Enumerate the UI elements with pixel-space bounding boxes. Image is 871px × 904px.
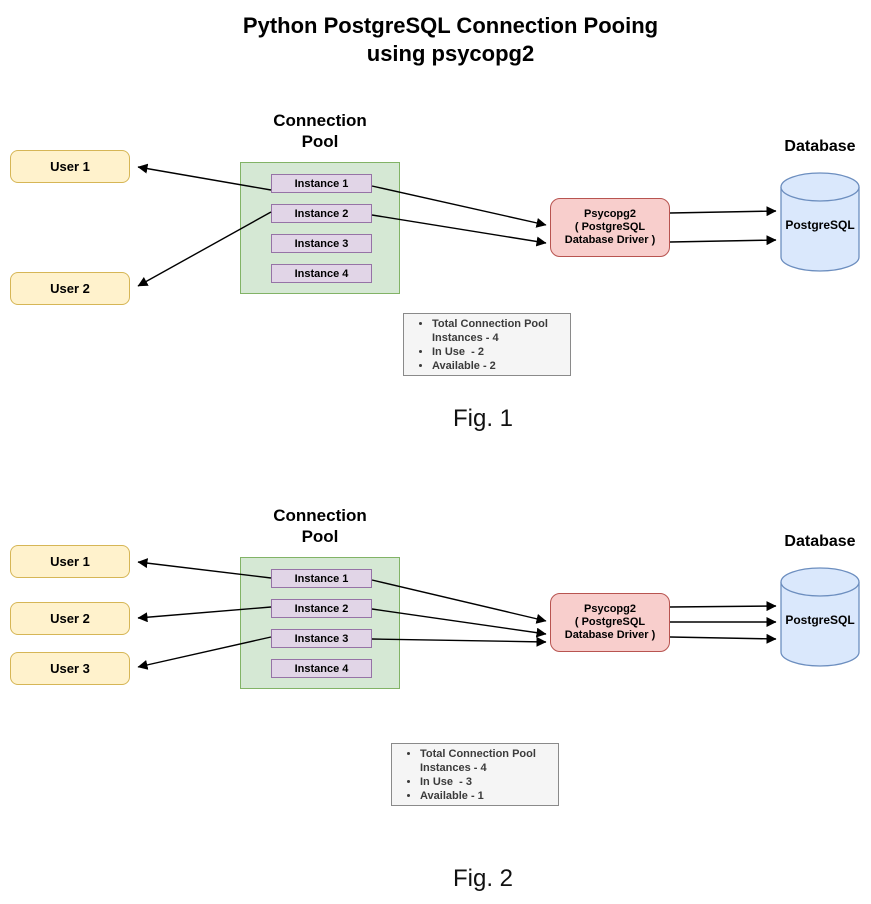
note-item-text: Total Connection Pool Instances - 4 bbox=[420, 748, 539, 774]
pool-label-line-2: Pool bbox=[301, 132, 339, 151]
fig1-database-cylinder: PostgreSQL bbox=[780, 172, 860, 272]
fig2-caption: Fig. 2 bbox=[452, 865, 514, 892]
fig2-user3-box: User 3 bbox=[10, 652, 130, 685]
fig1-instance3-box: Instance 3 bbox=[271, 234, 372, 253]
driver-line-3: Database Driver ) bbox=[564, 629, 656, 641]
instance-label: Instance 3 bbox=[294, 632, 349, 645]
driver-line-1: Psycopg2 bbox=[584, 208, 636, 220]
instance-label: Instance 2 bbox=[294, 207, 349, 220]
instance-label: Instance 4 bbox=[294, 267, 349, 280]
note-item: Available - 1 bbox=[420, 789, 556, 803]
driver-line-1: Psycopg2 bbox=[584, 603, 636, 615]
fig2-db-name: PostgreSQL bbox=[785, 613, 855, 627]
instance-label: Instance 3 bbox=[294, 237, 349, 250]
database-cylinder-icon bbox=[780, 172, 860, 272]
pool-label-line-1: Connection bbox=[273, 111, 367, 130]
note-item-text: Available - 2 bbox=[432, 360, 496, 372]
note-item: In Use - 3 bbox=[420, 775, 556, 789]
fig2-instance4-box: Instance 4 bbox=[271, 659, 372, 678]
fig2-instance1-box: Instance 1 bbox=[271, 569, 372, 588]
driver-line-3: Database Driver ) bbox=[564, 234, 656, 246]
fig1-note-box: Total Connection Pool Instances - 4 In U… bbox=[403, 313, 571, 376]
fig2-note-box: Total Connection Pool Instances - 4 In U… bbox=[391, 743, 559, 806]
note-item-text: In Use - 3 bbox=[420, 776, 472, 788]
note-item-text: Total Connection Pool Instances - 4 bbox=[432, 318, 551, 344]
fig2-connection-pool-label: Connection Pool bbox=[240, 505, 400, 547]
instance-label: Instance 1 bbox=[294, 177, 349, 190]
fig2-database-label: Database bbox=[784, 533, 856, 550]
user-label: User 2 bbox=[50, 281, 90, 296]
fig1-caption: Fig. 1 bbox=[452, 405, 514, 432]
fig2-psycopg2-driver-box: Psycopg2 ( PostgreSQL Database Driver ) bbox=[550, 593, 670, 652]
fig1-psycopg2-driver-box: Psycopg2 ( PostgreSQL Database Driver ) bbox=[550, 198, 670, 257]
fig1-user1-box: User 1 bbox=[10, 150, 130, 183]
pool-label-line-2: Pool bbox=[301, 527, 339, 546]
pool-label-line-1: Connection bbox=[273, 506, 367, 525]
arrow-fig1-driver-to-db-2 bbox=[669, 235, 777, 246]
note-item: In Use - 2 bbox=[432, 345, 568, 359]
fig1-instance1-box: Instance 1 bbox=[271, 174, 372, 193]
fig2-instance3-box: Instance 3 bbox=[271, 629, 372, 648]
note-item-text: In Use - 2 bbox=[432, 346, 484, 358]
fig2-user2-box: User 2 bbox=[10, 602, 130, 635]
driver-line-2: ( PostgreSQL bbox=[574, 221, 646, 233]
user-label: User 1 bbox=[50, 554, 90, 569]
note-item-text: Available - 1 bbox=[420, 790, 484, 802]
title-line-1: Python PostgreSQL Connection Pooing bbox=[242, 13, 659, 38]
fig1-instance4-box: Instance 4 bbox=[271, 264, 372, 283]
instance-label: Instance 2 bbox=[294, 602, 349, 615]
arrow-fig2-driver-to-db-3 bbox=[669, 633, 777, 644]
fig1-db-name: PostgreSQL bbox=[785, 218, 855, 232]
fig1-instance2-box: Instance 2 bbox=[271, 204, 372, 223]
diagram-title: Python PostgreSQL Connection Pooing usin… bbox=[0, 12, 871, 68]
fig2-user1-box: User 1 bbox=[10, 545, 130, 578]
fig2-instance2-box: Instance 2 bbox=[271, 599, 372, 618]
note-item: Total Connection Pool Instances - 4 bbox=[420, 747, 556, 775]
instance-label: Instance 1 bbox=[294, 572, 349, 585]
arrow-fig2-driver-to-db-1 bbox=[669, 601, 777, 612]
fig2-database-cylinder: PostgreSQL bbox=[780, 567, 860, 667]
fig1-user2-box: User 2 bbox=[10, 272, 130, 305]
note-item: Total Connection Pool Instances - 4 bbox=[432, 317, 568, 345]
fig1-database-label: Database bbox=[784, 138, 856, 155]
user-label: User 1 bbox=[50, 159, 90, 174]
title-line-2: using psycopg2 bbox=[366, 41, 535, 66]
database-cylinder-icon bbox=[780, 567, 860, 667]
instance-label: Instance 4 bbox=[294, 662, 349, 675]
arrow-fig1-driver-to-db-1 bbox=[669, 206, 777, 217]
user-label: User 2 bbox=[50, 611, 90, 626]
fig1-connection-pool-label: Connection Pool bbox=[240, 110, 400, 152]
user-label: User 3 bbox=[50, 661, 90, 676]
note-item: Available - 2 bbox=[432, 359, 568, 373]
driver-line-2: ( PostgreSQL bbox=[574, 616, 646, 628]
